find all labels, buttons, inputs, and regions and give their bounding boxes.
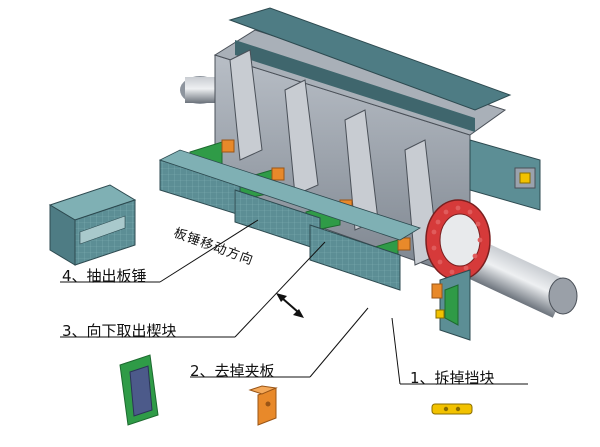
right-shaft: [425, 199, 578, 318]
extracted-clamp: [248, 385, 278, 426]
step2-label: 2、去掉夹板: [190, 362, 275, 380]
extracted-wedge: [119, 354, 159, 426]
top-right-bracket: [469, 139, 541, 211]
hammer-plates: [158, 149, 421, 291]
end-block: [431, 269, 471, 341]
step3-label: 3、向下取出楔块: [62, 322, 177, 340]
leader-lines: [60, 219, 528, 385]
direction-arrow: [276, 293, 304, 318]
step4-label: 4、抽出板锤: [62, 267, 147, 285]
step1-label: 1、拆掉挡块: [410, 369, 495, 387]
extracted-stop-block: [431, 403, 473, 415]
extracted-hammer-plate: [48, 184, 137, 266]
hammer-arms: [229, 49, 439, 266]
